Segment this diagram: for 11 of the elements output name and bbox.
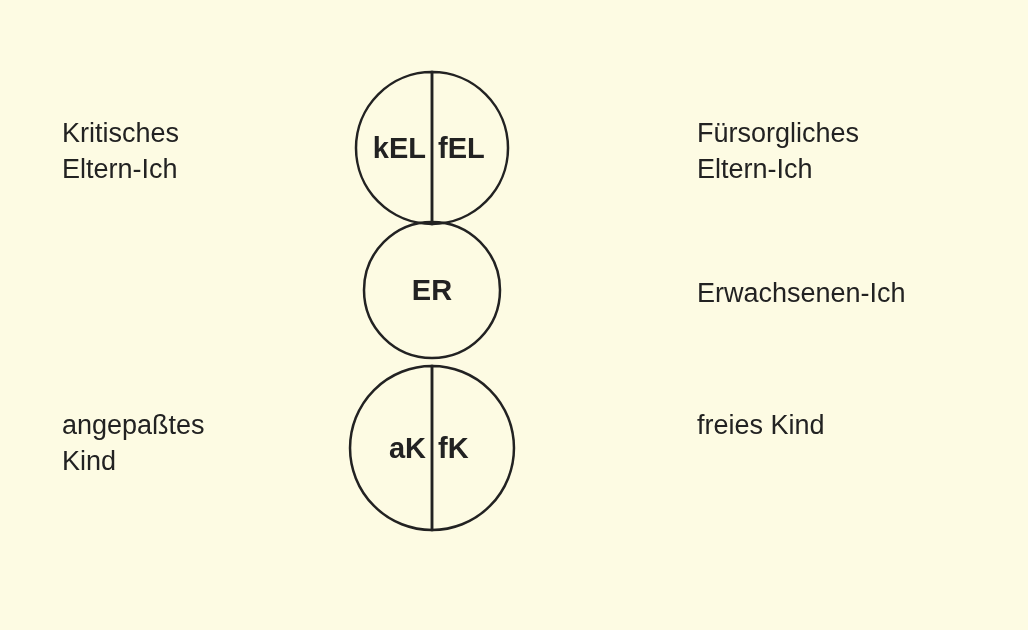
node-label: fK <box>438 431 469 465</box>
role-label: Kritisches Eltern-Ich <box>62 117 181 186</box>
node-label: kEL <box>372 131 426 165</box>
role-label: Erwachsenen-Ich <box>697 277 907 310</box>
node-label: fEL <box>438 131 485 165</box>
role-label: angepaßtes Kind <box>62 409 206 478</box>
circle <box>364 222 500 358</box>
node-label: ER <box>411 273 453 307</box>
node-label: aK <box>388 431 426 465</box>
role-label: Fürsorgliches Eltern-Ich <box>697 117 861 186</box>
role-label: freies Kind <box>697 409 826 442</box>
